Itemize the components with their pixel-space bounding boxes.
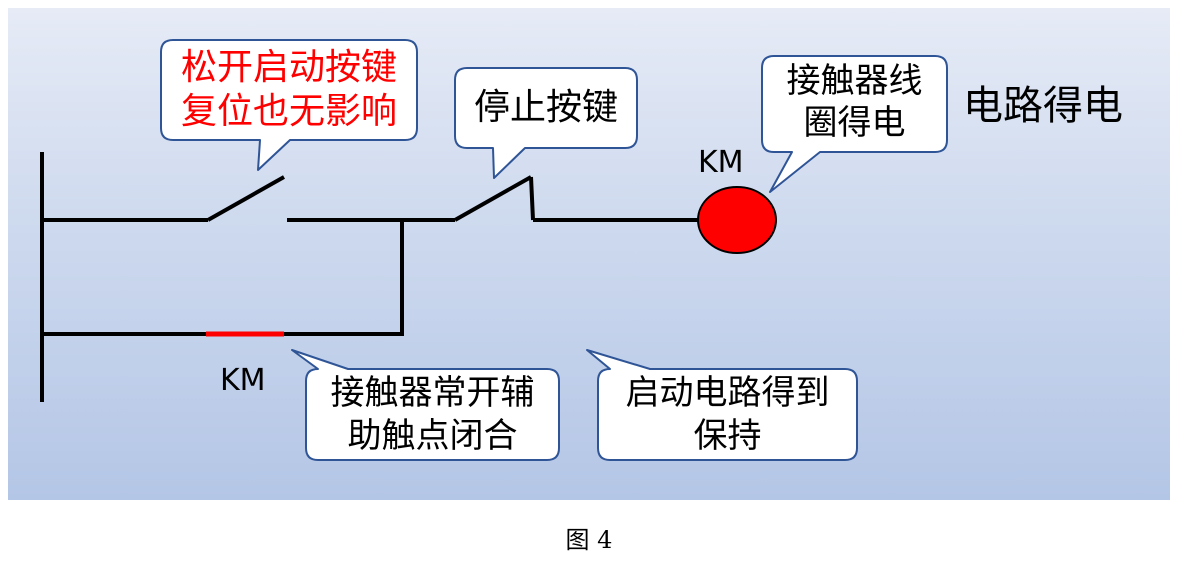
figure-caption: 图 4 bbox=[565, 526, 613, 554]
stop-button-riser bbox=[529, 176, 535, 221]
coil-energized-text: 接触器线 圈得电 bbox=[762, 60, 947, 144]
callout-aux-contact bbox=[291, 349, 560, 461]
callout-coil-energized bbox=[761, 55, 948, 193]
callout-hold bbox=[586, 349, 858, 461]
start-button-contact bbox=[207, 175, 285, 222]
callout-stop-button bbox=[454, 67, 638, 179]
hold-text: 启动电路得到 保持 bbox=[598, 372, 857, 458]
hold-line-1: 启动电路得到 bbox=[625, 373, 830, 413]
release-start-line-1: 松开启动按键 bbox=[180, 47, 397, 88]
coil-km bbox=[697, 186, 777, 254]
aux-contact-text: 接触器常开辅 助触点闭合 bbox=[306, 372, 559, 458]
release-start-line-2: 复位也无影响 bbox=[180, 91, 397, 132]
circuit-status-label: 电路得电 bbox=[963, 83, 1123, 129]
release-start-text: 松开启动按键 复位也无影响 bbox=[161, 46, 417, 134]
stop-button-contact bbox=[454, 175, 532, 222]
aux-contact-label: KM bbox=[220, 363, 266, 398]
callout-release-start bbox=[160, 39, 418, 171]
aux-contact-line-2: 助触点闭合 bbox=[347, 416, 518, 456]
aux-contact-line-1: 接触器常开辅 bbox=[330, 373, 535, 413]
hold-line-2: 保持 bbox=[693, 416, 762, 456]
coil-label: KM bbox=[698, 145, 744, 180]
coil-energized-line-2: 圈得电 bbox=[803, 103, 906, 143]
coil-energized-line-1: 接触器线 bbox=[786, 61, 923, 101]
stop-button-text: 停止按键 bbox=[473, 87, 618, 128]
